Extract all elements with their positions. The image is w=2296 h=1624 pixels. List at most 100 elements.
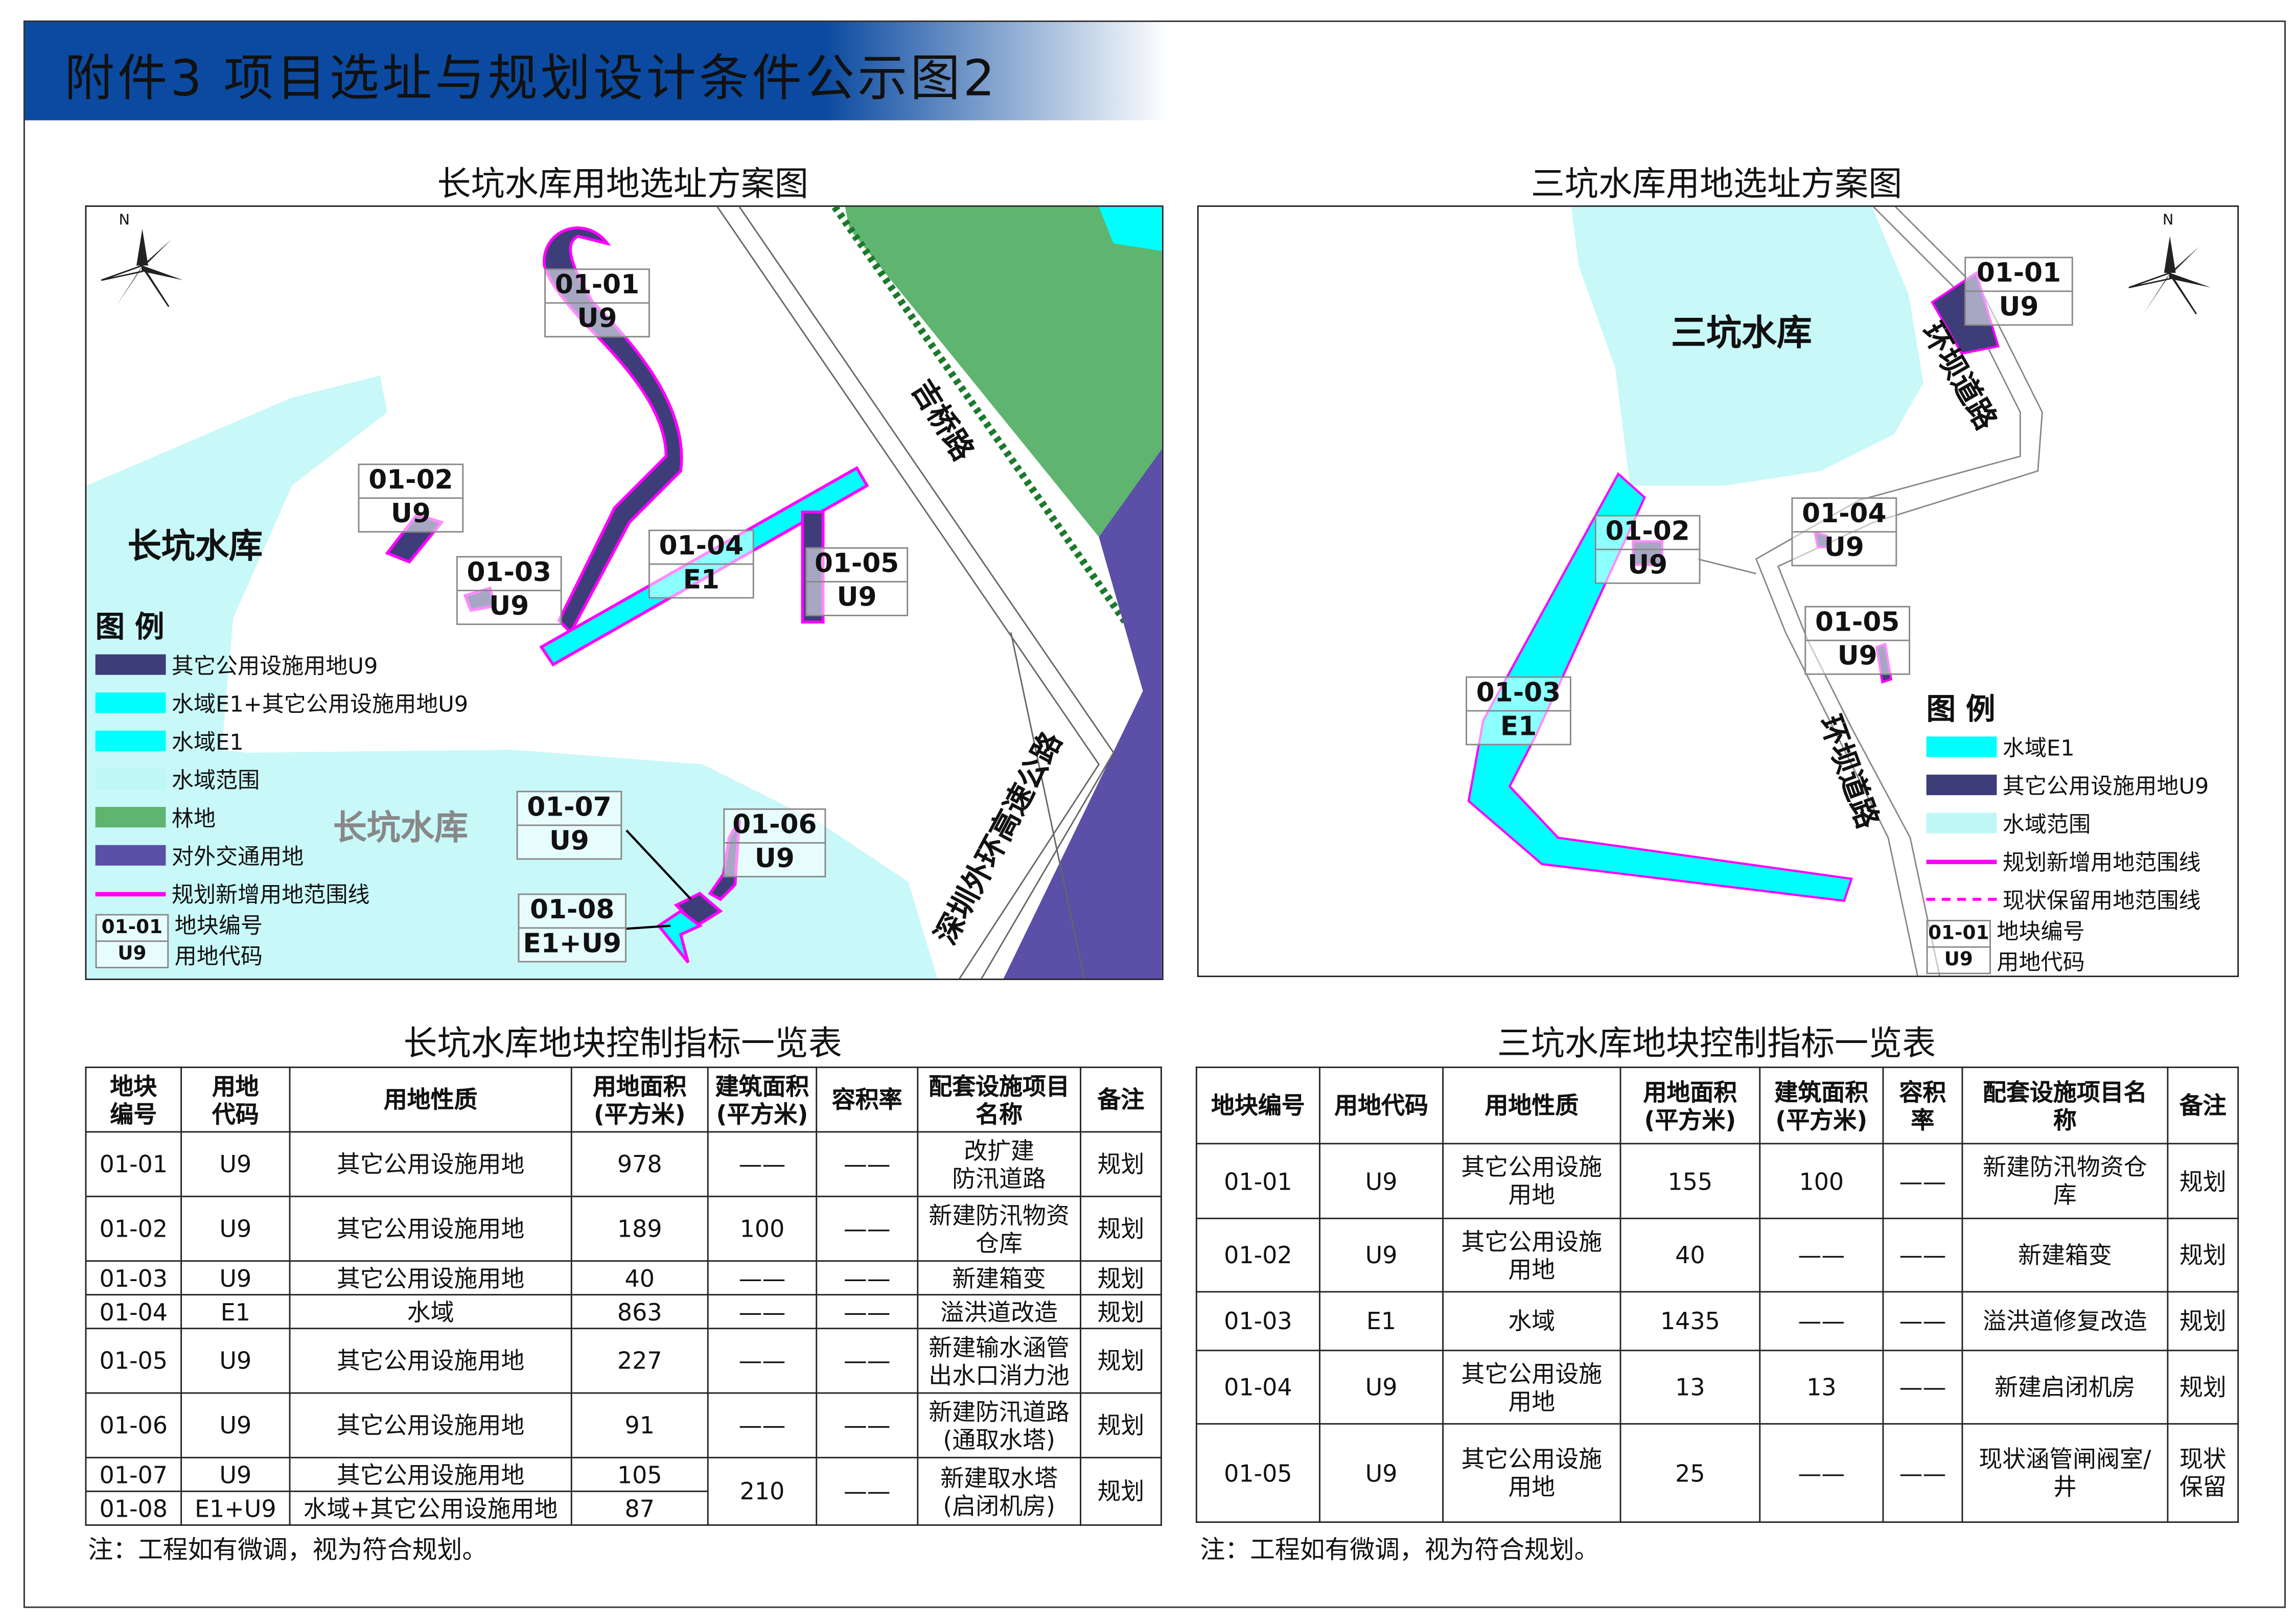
table-cell: 其它公用设施用地	[289, 1260, 572, 1296]
table-cell: 25	[1619, 1423, 1761, 1523]
table-cell: 13	[1759, 1350, 1884, 1425]
table-cell: 现状 保留	[2167, 1423, 2239, 1523]
table-cell: 规划	[1080, 1294, 1162, 1330]
table-cell: 01-03	[85, 1260, 182, 1296]
legend-item: 水域E1	[1926, 728, 2209, 766]
right-table-caption: 三坑水库地块控制指标一览表	[1497, 1025, 1936, 1064]
column-header: 建筑面积 (平方米)	[707, 1066, 818, 1133]
table-cell: 40	[570, 1260, 709, 1296]
reservoir-label: 长坑水库	[127, 528, 263, 567]
table-cell: 189	[570, 1195, 709, 1262]
table-cell: 水域	[289, 1294, 572, 1330]
table-cell: ——	[816, 1260, 919, 1296]
table-cell: 其它公用设施 用地	[1442, 1217, 1621, 1293]
legend-item: 水域范围	[1926, 804, 2209, 842]
table-cell: 规划	[2167, 1350, 2239, 1425]
table-cell: 规划	[2167, 1143, 2239, 1219]
table-cell: 13	[1619, 1350, 1761, 1425]
table-cell: ——	[707, 1260, 818, 1296]
table-cell: 100	[1759, 1143, 1884, 1219]
column-header: 容积率	[816, 1066, 919, 1133]
table-cell: U9	[180, 1328, 291, 1394]
table-cell: 01-07	[85, 1456, 182, 1492]
right-legend: 图 例 水域E1 其它公用设施用地U9 水域范围 规划新增用地范围线 现状保留用…	[1926, 685, 2209, 976]
page-title: 附件3 项目选址与规划设计条件公示图2	[64, 50, 998, 109]
north-label: N	[2162, 213, 2174, 229]
table-cell: ——	[1759, 1423, 1884, 1523]
column-header: 用地代码	[1319, 1066, 1444, 1145]
table-cell: U9	[180, 1392, 291, 1458]
table-cell: 91	[570, 1392, 709, 1458]
table-cell: ——	[1882, 1291, 1963, 1352]
parcel-01-08	[656, 909, 703, 964]
table-cell: ——	[1759, 1291, 1884, 1352]
table-cell: 规划	[1080, 1328, 1162, 1394]
table-cell: U9	[1319, 1423, 1444, 1523]
column-header: 用地面积 (平方米)	[570, 1066, 709, 1133]
table-cell: 40	[1619, 1217, 1761, 1293]
table-cell: 其它公用设施用地	[289, 1195, 572, 1262]
legend-item: 现状保留用地范围线	[1926, 880, 2209, 919]
table-cell: 01-06	[85, 1392, 182, 1458]
reservoir-water	[1571, 206, 1923, 486]
legend-item: 水域E1+其它公用设施用地U9	[95, 684, 468, 722]
table-cell: 规划	[2167, 1291, 2239, 1352]
table-cell: 规划	[1080, 1195, 1162, 1262]
water-label: 长坑水库	[333, 809, 468, 848]
table-cell: 01-04	[85, 1294, 182, 1330]
legend-item: 林地	[95, 798, 469, 837]
column-header: 用地 代码	[180, 1066, 291, 1133]
table-cell: 新建防汛物资 仓库	[917, 1195, 1081, 1262]
column-header: 用地面积 (平方米)	[1619, 1066, 1761, 1145]
table-cell: 规划	[1080, 1392, 1162, 1458]
table-cell: E1	[180, 1294, 291, 1330]
table-cell: U9	[1319, 1143, 1444, 1219]
table-cell: ——	[1882, 1350, 1963, 1425]
table-cell: 新建防汛物资仓 库	[1961, 1143, 2169, 1219]
table-cell: 105	[570, 1456, 709, 1492]
column-header: 配套设施项目 名称	[917, 1066, 1081, 1133]
column-header: 地块编号	[1195, 1066, 1320, 1145]
table-cell: 规划	[1080, 1131, 1162, 1197]
legend-item: 规划新增用地范围线	[95, 874, 469, 913]
table-cell: 规划	[1080, 1456, 1162, 1526]
table-cell: 新建输水涵管 出水口消力池	[917, 1328, 1081, 1394]
table-cell: 规划	[2167, 1217, 2239, 1293]
table-cell: 其它公用设施 用地	[1442, 1350, 1621, 1425]
table-cell: 其它公用设施用地	[289, 1131, 572, 1197]
column-header: 建筑面积 (平方米)	[1759, 1066, 1884, 1145]
table-cell: 其它公用设施 用地	[1442, 1143, 1621, 1219]
table-cell: 溢洪道改造	[917, 1294, 1081, 1330]
table-cell: ——	[816, 1195, 919, 1262]
legend-item: 对外交通用地	[95, 836, 469, 874]
table-cell: ——	[816, 1456, 919, 1526]
right-control-table: 地块编号用地代码用地性质用地面积 (平方米)建筑面积 (平方米)容积 率配套设施…	[1195, 1066, 2239, 1523]
table-cell: 01-02	[85, 1195, 182, 1262]
north-arrow-icon	[101, 228, 183, 307]
table-cell: 01-02	[1195, 1217, 1320, 1293]
table-cell: 新建取水塔 (启闭机房)	[917, 1456, 1081, 1526]
table-cell: ——	[1882, 1423, 1963, 1523]
legend-item: 其它公用设施用地U9	[95, 645, 469, 684]
column-header: 用地性质	[1442, 1066, 1621, 1145]
table-cell: 新建箱变	[917, 1260, 1081, 1296]
table-cell: U9	[1319, 1350, 1444, 1425]
right-table-note: 注：工程如有微调，视为符合规划。	[1200, 1536, 1599, 1566]
title-banner: 附件3 项目选址与规划设计条件公示图2	[23, 20, 1168, 121]
legend-item: 规划新增用地范围线	[1926, 842, 2209, 880]
table-cell: 863	[570, 1294, 709, 1330]
table-cell: 其它公用设施 用地	[1442, 1423, 1621, 1523]
table-cell: ——	[707, 1294, 818, 1330]
table-cell: 溢洪道修复改造	[1961, 1291, 2169, 1352]
